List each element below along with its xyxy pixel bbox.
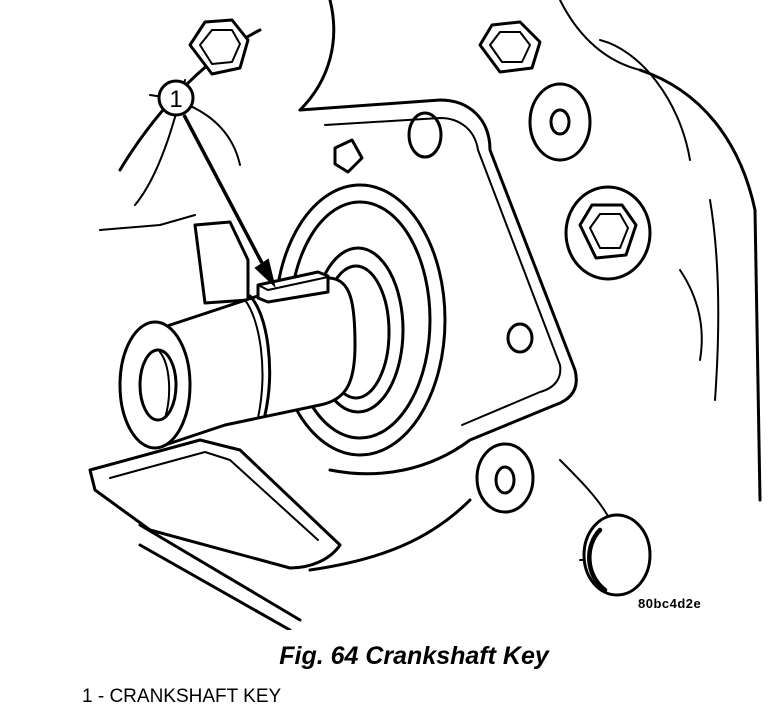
legend: 1 - CRANKSHAFT KEY [82, 686, 281, 708]
crankshaft-key [256, 270, 330, 304]
bolt-head-top-left [188, 18, 250, 76]
dowel-lower-right [582, 513, 652, 597]
crankshaft-key-illustration: 1 [88, 0, 762, 630]
image-reference-code: 80bc4d2e [638, 596, 702, 611]
left-bracket [193, 220, 250, 305]
legend-item: 1 - CRANKSHAFT KEY [82, 686, 282, 707]
lower-flange [88, 438, 342, 630]
bolt-head-right [564, 185, 652, 281]
mounting-boss-upper [528, 82, 592, 162]
bolt-head-top-right [478, 20, 542, 74]
callout-1: 1 [157, 79, 276, 289]
crankshaft-nose [118, 276, 357, 450]
mounting-boss-lower [475, 442, 535, 514]
callout-leader-arrow [182, 114, 264, 264]
callout-number: 1 [169, 86, 182, 113]
figure-caption: Fig. 64 Crankshaft Key [279, 642, 549, 670]
callout-arrowhead [254, 258, 276, 289]
